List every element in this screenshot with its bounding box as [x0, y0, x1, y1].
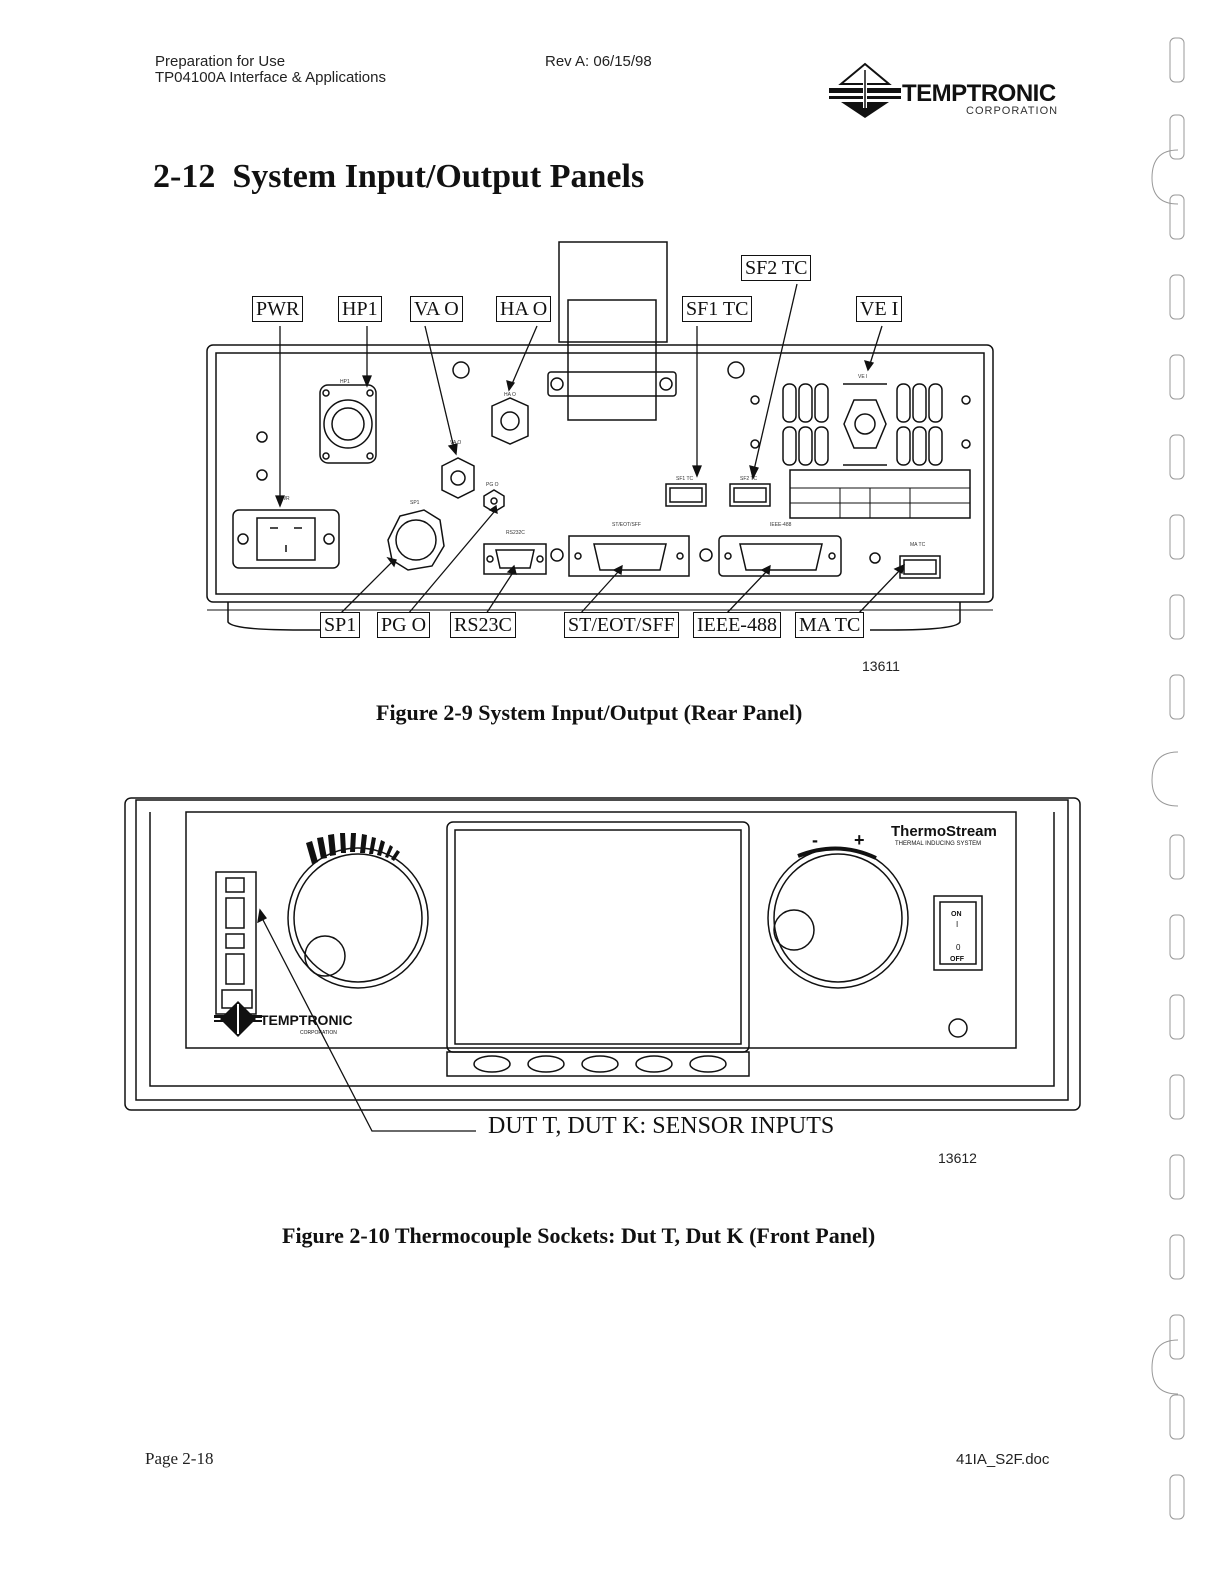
logo-name: TEMPTRONIC [902, 80, 1056, 107]
header-line-2: TP04100A Interface & Applications [155, 69, 386, 86]
rear-panel-drawing: HP1 HA O VA O PG O SP1 PWR RS232C ST/EOT… [206, 241, 994, 631]
panel-label-pwr: PWR [278, 496, 290, 502]
panel-label-vao: VA O [450, 440, 461, 446]
drawing-number-13611: 13611 [862, 658, 900, 674]
panel-label-matc: MA TC [910, 542, 926, 548]
panel-label-sf2: SF2 TC [740, 476, 758, 482]
panel-label-sf1: SF1 TC [676, 476, 694, 482]
minus-label: - [812, 830, 818, 850]
section-title: 2-12 System Input/Output Panels [153, 158, 645, 195]
front-panel-drawing: - + ON I 0 OFF ThermoStream THERMAL INDU… [124, 797, 1081, 1132]
panel-label-ieee: IEEE-488 [770, 522, 792, 528]
header-revision: Rev A: 06/15/98 [545, 53, 652, 70]
callout-vao: VA O [410, 296, 463, 322]
callout-hao: HA O [496, 296, 552, 322]
switch-off-label: OFF [950, 956, 965, 963]
panel-label-hp1: HP1 [340, 379, 350, 385]
callout-matc: MA TC [795, 612, 865, 638]
panel-label-vei: VE I [858, 374, 867, 380]
figure-2-9-caption: Figure 2-9 System Input/Output (Rear Pan… [376, 700, 803, 725]
callout-sf1tc: SF1 TC [682, 296, 753, 322]
panel-label-rs232c: RS232C [506, 530, 525, 536]
callout-hp1: HP1 [338, 296, 382, 322]
binder-holes-decoration [1151, 37, 1185, 1520]
callout-sf2tc: SF2 TC [741, 255, 812, 281]
plus-label: + [854, 830, 865, 850]
header-line-1: Preparation for Use [155, 53, 286, 70]
front-callout-sensor-inputs: DUT T, DUT K: SENSOR INPUTS [488, 1113, 835, 1139]
front-logo-icon [214, 1001, 262, 1037]
footer-page-number: Page 2-18 [145, 1449, 214, 1468]
callout-steotsff: ST/EOT/SFF [564, 612, 679, 638]
panel-label-pgo: PG O [486, 482, 499, 488]
panel-label-sp1: SP1 [410, 500, 420, 506]
temptronic-logo-icon [829, 62, 901, 118]
callout-rs23c: RS23C [450, 612, 516, 638]
callout-sp1: SP1 [320, 612, 361, 638]
switch-on-label: ON [951, 911, 962, 918]
thermostream-brand: ThermoStream [891, 823, 997, 840]
callout-pwr: PWR [252, 296, 304, 322]
footer-filename: 41IA_S2F.doc [956, 1451, 1050, 1468]
callout-ieee488: IEEE-488 [693, 612, 781, 638]
panel-label-hao: HA O [504, 392, 516, 398]
thermostream-subtitle: THERMAL INDUCING SYSTEM [895, 841, 981, 847]
drawing-number-13612: 13612 [938, 1150, 977, 1166]
callout-vei: VE I [856, 296, 903, 322]
front-logo-name: TEMPTRONIC [260, 1012, 353, 1028]
switch-o-label: 0 [956, 943, 961, 952]
panel-label-stsff: ST/EOT/SFF [612, 522, 641, 528]
callout-pgo: PG O [377, 612, 431, 638]
figure-2-10-caption: Figure 2-10 Thermocouple Sockets: Dut T,… [282, 1223, 876, 1248]
switch-i-label: I [956, 920, 958, 929]
front-logo-sub: CORPORATION [300, 1030, 337, 1036]
logo-sub: CORPORATION [966, 105, 1059, 117]
